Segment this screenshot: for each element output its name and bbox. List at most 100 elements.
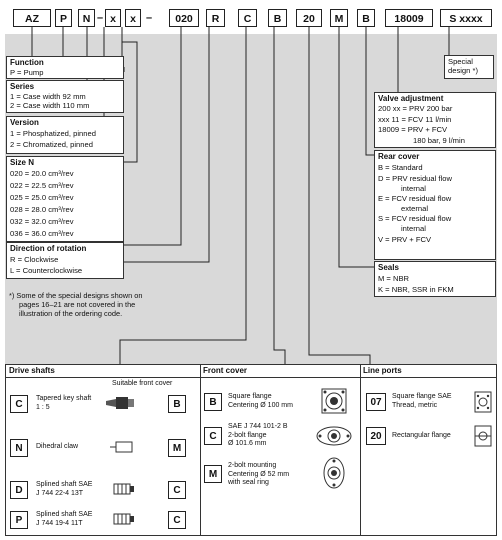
rear-cover-row: V = PRV + FCV bbox=[378, 235, 432, 244]
valve-title: Valve adjustment bbox=[375, 93, 495, 104]
front-cover-desc: Square flange Centering Ø 100 mm bbox=[228, 393, 293, 410]
version-box: Version 1 = Phosphatized, pinned 2 = Chr… bbox=[6, 116, 124, 154]
size-box: Size N 020 = 20.0 cm³/rev 022 = 22.5 cm³… bbox=[6, 156, 124, 242]
tapered-shaft-icon bbox=[106, 397, 134, 409]
size-row: 025 = 25.0 cm³/rev bbox=[10, 193, 74, 202]
desc-line: Splined shaft SAE bbox=[36, 481, 93, 488]
desc-line: J 744 19-4 11T bbox=[36, 519, 83, 527]
code-cell-function: P bbox=[55, 9, 72, 27]
seals-row: K = NBR, SSR in FKM bbox=[378, 285, 454, 294]
drive-shafts-column: Drive shafts Suitable front cover C Tape… bbox=[6, 365, 201, 535]
series-row: 2 = Case width 110 mm bbox=[10, 101, 90, 110]
function-box: Function P = Pump bbox=[6, 56, 124, 79]
front-cover-desc: SAE J 744 101-2 B 2-bolt flange Ø 101.6 … bbox=[228, 423, 288, 449]
size-title: Size N bbox=[7, 157, 123, 168]
drive-shaft-code: D bbox=[10, 481, 28, 499]
suitable-cover-code: B bbox=[168, 395, 186, 413]
series-box: Series 1 = Case width 92 mm 2 = Case wid… bbox=[6, 80, 124, 113]
code-cell-seals: M bbox=[330, 9, 348, 27]
suitable-front-cover-label: Suitable front cover bbox=[112, 380, 173, 387]
two-bolt-flange-icon bbox=[316, 426, 352, 446]
size-row: 036 = 36.0 cm³/rev bbox=[10, 229, 74, 238]
valve-row: 180 bar, 9 l/min bbox=[413, 135, 465, 145]
size-row: 022 = 22.5 cm³/rev bbox=[10, 181, 74, 190]
front-cover-desc: 2-bolt mounting Centering Ø 52 mm with s… bbox=[228, 462, 289, 488]
line-port-desc: Rectangular flange bbox=[392, 432, 451, 441]
rear-cover-row: internal bbox=[401, 184, 426, 193]
code-cell-version: x bbox=[125, 9, 141, 27]
rotation-row: L = Counterclockwise bbox=[10, 266, 83, 275]
desc-line: 1 : 5 bbox=[36, 403, 50, 411]
square-flange-port-icon bbox=[474, 391, 492, 413]
rear-cover-row: S = FCV residual flow bbox=[378, 214, 452, 223]
desc-line: Rectangular flange bbox=[392, 432, 451, 439]
function-title: Function bbox=[7, 57, 123, 68]
drive-shafts-title: Drive shafts bbox=[6, 365, 200, 378]
drive-shaft-code: P bbox=[10, 511, 28, 529]
suitable-cover-code: M bbox=[168, 439, 186, 457]
rear-cover-row: E = FCV residual flow bbox=[378, 194, 452, 203]
version-title: Version bbox=[7, 117, 123, 128]
desc-line: Centering Ø 100 mm bbox=[228, 401, 293, 409]
special-design-box: Special design *) bbox=[444, 55, 494, 79]
rear-cover-row: D = PRV residual flow bbox=[378, 174, 452, 183]
two-bolt-mounting-icon bbox=[323, 457, 345, 489]
desc-line: Thread, metric bbox=[392, 401, 438, 409]
code-cell-size-flag: N bbox=[78, 9, 95, 27]
size-row: 028 = 28.0 cm³/rev bbox=[10, 205, 74, 214]
footnote-line: pages 16–21 are not covered in the bbox=[19, 300, 136, 309]
seals-box: Seals M = NBR K = NBR, SSR in FKM bbox=[374, 261, 496, 297]
footnote: *) Some of the special designs shown on … bbox=[9, 291, 143, 318]
version-row: 1 = Phosphatized, pinned bbox=[10, 129, 96, 138]
desc-line: with seal ring bbox=[228, 479, 269, 486]
desc-line: Square flange bbox=[228, 393, 272, 400]
drive-shaft-desc: Dihedral claw bbox=[36, 443, 78, 452]
rectangular-flange-port-icon bbox=[474, 425, 492, 447]
valve-row: 18009 = PRV + FCV bbox=[378, 125, 448, 134]
drive-shaft-desc: Splined shaft SAE J 744 22-4 13T bbox=[36, 481, 92, 498]
front-cover-column: Front cover B Square flange Centering Ø … bbox=[200, 365, 361, 535]
desc-line: 2-bolt mounting bbox=[228, 462, 277, 469]
desc-line: J 744 22-4 13T bbox=[36, 489, 84, 497]
square-flange-icon bbox=[321, 388, 347, 414]
series-row: 1 = Case width 92 mm bbox=[10, 92, 86, 101]
rotation-row: R = Clockwise bbox=[10, 255, 59, 264]
seals-row: M = NBR bbox=[378, 274, 410, 283]
desc-line: Centering Ø 52 mm bbox=[228, 470, 290, 478]
code-dash: – bbox=[96, 12, 104, 24]
code-dash: – bbox=[145, 12, 153, 24]
suitable-cover-code: C bbox=[168, 481, 186, 499]
size-row: 020 = 20.0 cm³/rev bbox=[10, 169, 74, 178]
valve-box: Valve adjustment 200 xx = PRV 200 bar xx… bbox=[374, 92, 496, 148]
rear-cover-row: external bbox=[401, 204, 429, 213]
rear-cover-row: B = Standard bbox=[378, 163, 423, 172]
code-cell-size: 020 bbox=[169, 9, 199, 27]
desc-line: Square flange SAE bbox=[392, 393, 452, 400]
code-cell-series: x bbox=[105, 9, 121, 27]
code-cell-drive-shaft: C bbox=[238, 9, 257, 27]
dihedral-claw-icon bbox=[110, 441, 133, 453]
desc-line: Ø 101.6 mm bbox=[228, 440, 267, 447]
drive-shaft-code: N bbox=[10, 439, 28, 457]
desc-line: 2-bolt flange bbox=[228, 431, 267, 439]
size-row: 032 = 32.0 cm³/rev bbox=[10, 217, 74, 226]
version-row: 2 = Chromatized, pinned bbox=[10, 140, 93, 149]
desc-line: Tapered key shaft bbox=[36, 395, 92, 402]
line-port-code: 07 bbox=[366, 393, 386, 411]
valve-row: xxx 11 = FCV 11 l/min bbox=[378, 114, 452, 124]
rear-cover-title: Rear cover bbox=[375, 151, 495, 162]
code-cell-rear-cover: B bbox=[357, 9, 375, 27]
drive-shaft-code: C bbox=[10, 395, 28, 413]
line-ports-column: Line ports 07 Square flange SAE Thread, … bbox=[360, 365, 496, 535]
desc-line: Dihedral claw bbox=[36, 443, 79, 450]
line-port-desc: Square flange SAE Thread, metric bbox=[392, 393, 452, 410]
rotation-box: Direction of rotation R = Clockwise L = … bbox=[6, 242, 124, 279]
code-cell-valve: 18009 bbox=[385, 9, 433, 27]
footnote-line: illustration of the ordering code. bbox=[19, 309, 123, 318]
front-cover-code: M bbox=[204, 465, 222, 483]
valve-row: 200 xx = PRV 200 bar bbox=[378, 104, 453, 113]
code-cell-rotation: R bbox=[206, 9, 225, 27]
function-row: P = Pump bbox=[10, 68, 44, 77]
drive-shaft-desc: Splined shaft SAE J 744 19-4 11T bbox=[36, 511, 92, 528]
line-ports-title: Line ports bbox=[360, 365, 496, 378]
